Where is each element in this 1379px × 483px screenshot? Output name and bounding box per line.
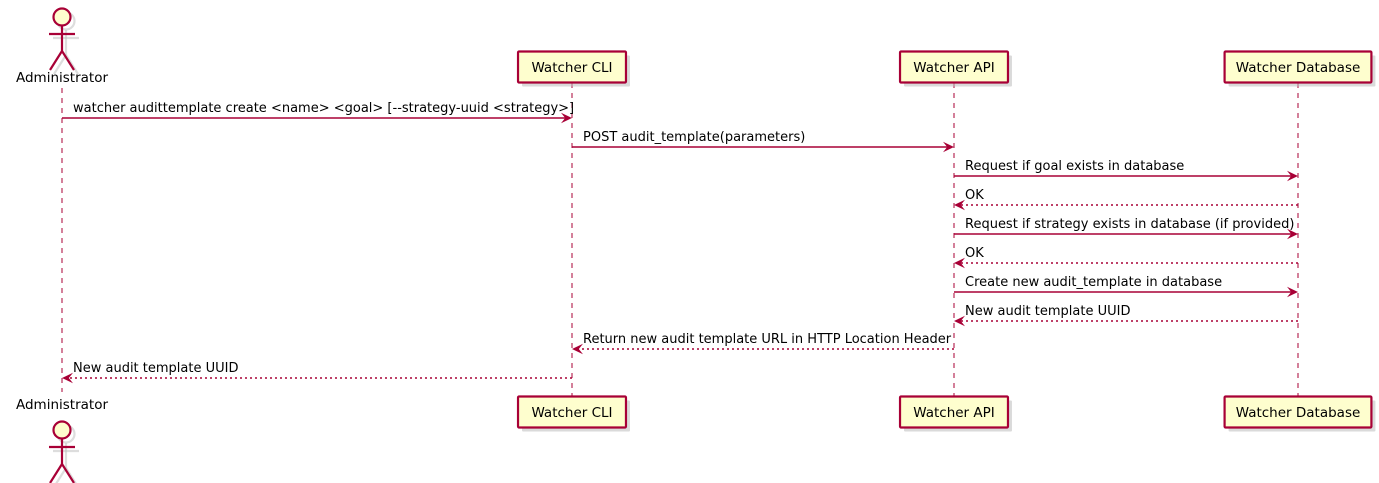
participant-label: Watcher API [913, 60, 995, 76]
message-arrowhead [62, 372, 73, 384]
message-10: New audit template UUID [62, 361, 572, 384]
actor-left-leg [49, 463, 63, 483]
message-label: POST audit_template(parameters) [583, 130, 805, 145]
message-label: Return new audit template URL in HTTP Lo… [583, 332, 952, 347]
message-arrowhead [943, 141, 954, 153]
participant-box-api[interactable]: Watcher API [898, 395, 1012, 432]
participant-box-database[interactable]: Watcher Database [1223, 395, 1376, 432]
message-4: OK [954, 188, 1298, 211]
message-8: New audit template UUID [954, 304, 1298, 327]
message-arrowhead [954, 257, 965, 269]
message-arrowhead [561, 112, 572, 124]
message-5: Request if strategy exists in database (… [954, 217, 1298, 240]
message-2: POST audit_template(parameters) [572, 130, 954, 153]
message-arrowhead [1287, 228, 1298, 240]
participant-box-rect [898, 395, 1010, 429]
participant-label: Watcher CLI [531, 405, 612, 421]
message-arrowhead [572, 343, 583, 355]
message-label: Create new audit_template in database [965, 275, 1222, 290]
participant-label: Watcher CLI [531, 60, 612, 76]
participant-box-rect [898, 50, 1010, 84]
actor-right-leg [61, 463, 75, 483]
actor-head [52, 420, 72, 440]
participant-label: Watcher Database [1236, 405, 1361, 421]
message-label: Request if goal exists in database [965, 159, 1184, 174]
message-label: watcher audittemplate create <name> <goa… [73, 101, 574, 116]
message-6: OK [954, 246, 1298, 269]
participant-box-api[interactable]: Watcher API [898, 50, 1012, 87]
message-arrowhead [954, 315, 965, 327]
message-arrowhead [954, 199, 965, 211]
actor-head [52, 7, 72, 27]
message-label: New audit template UUID [73, 361, 238, 376]
participant-actor-admin[interactable]: Administrator [16, 7, 108, 87]
message-label: New audit template UUID [965, 304, 1130, 319]
lifelines-layer [61, 83, 1299, 396]
message-label: Request if strategy exists in database (… [965, 217, 1294, 232]
participant-label: Watcher Database [1236, 60, 1361, 76]
participant-box-rect [516, 50, 628, 84]
message-label: OK [965, 246, 984, 261]
participant-box-rect [1223, 395, 1373, 429]
actor-left-leg [49, 50, 63, 71]
message-1: watcher audittemplate create <name> <goa… [62, 101, 574, 124]
participant-box-rect [516, 395, 628, 429]
message-arrowhead [1287, 286, 1298, 298]
message-7: Create new audit_template in database [954, 275, 1298, 298]
participant-box-cli[interactable]: Watcher CLI [516, 395, 630, 432]
participant-box-database[interactable]: Watcher Database [1223, 50, 1376, 87]
messages-layer: watcher audittemplate create <name> <goa… [62, 101, 1298, 384]
message-3: Request if goal exists in database [954, 159, 1298, 182]
message-label: OK [965, 188, 984, 203]
message-9: Return new audit template URL in HTTP Lo… [572, 332, 954, 355]
participant-actor-admin[interactable]: Administrator [16, 397, 108, 483]
participant-label: Administrator [16, 397, 108, 413]
participant-label: Administrator [16, 70, 108, 86]
message-arrowhead [1287, 170, 1298, 182]
actor-right-leg [61, 50, 75, 71]
participant-label: Watcher API [913, 405, 995, 421]
participant-box-cli[interactable]: Watcher CLI [516, 50, 630, 87]
participant-box-rect [1223, 50, 1373, 84]
